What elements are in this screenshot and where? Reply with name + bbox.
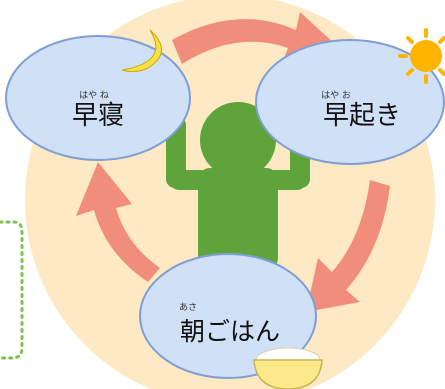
node-hayane-ruby: はや ね (79, 90, 109, 101)
node-hayaoki-ruby: はや お (321, 90, 351, 101)
node-hayane-label: 早寝 (72, 101, 124, 131)
sun-icon (398, 28, 445, 84)
moon-icon (121, 29, 162, 73)
rice-bowl-icon (253, 347, 323, 389)
node-asagohan-ruby: あさ (179, 302, 197, 313)
node-hayaoki-label: 早起き (323, 101, 401, 131)
dotted-frame (0, 220, 24, 360)
node-hayaoki-ellipse (255, 39, 445, 165)
node-asagohan-label: 朝ごはん (180, 317, 280, 346)
node-asagohan-ellipse (139, 253, 317, 379)
arrow-right (306, 180, 390, 312)
arrow-left (76, 162, 160, 282)
